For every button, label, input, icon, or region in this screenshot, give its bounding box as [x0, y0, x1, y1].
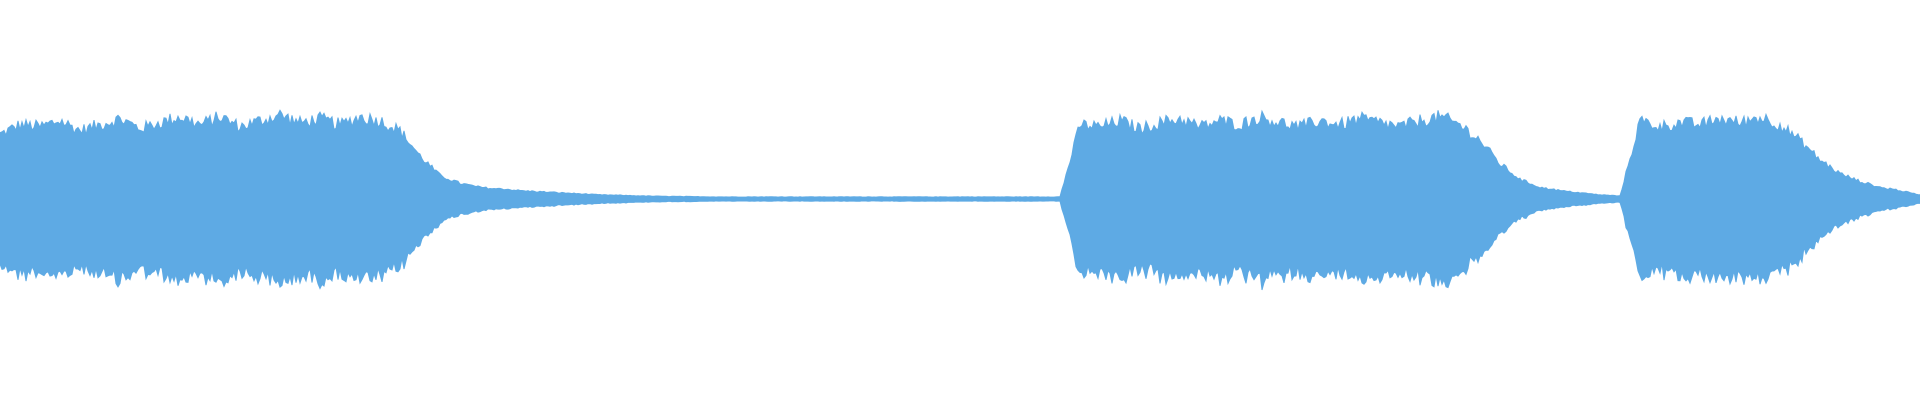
waveform-fill: [0, 109, 1920, 291]
